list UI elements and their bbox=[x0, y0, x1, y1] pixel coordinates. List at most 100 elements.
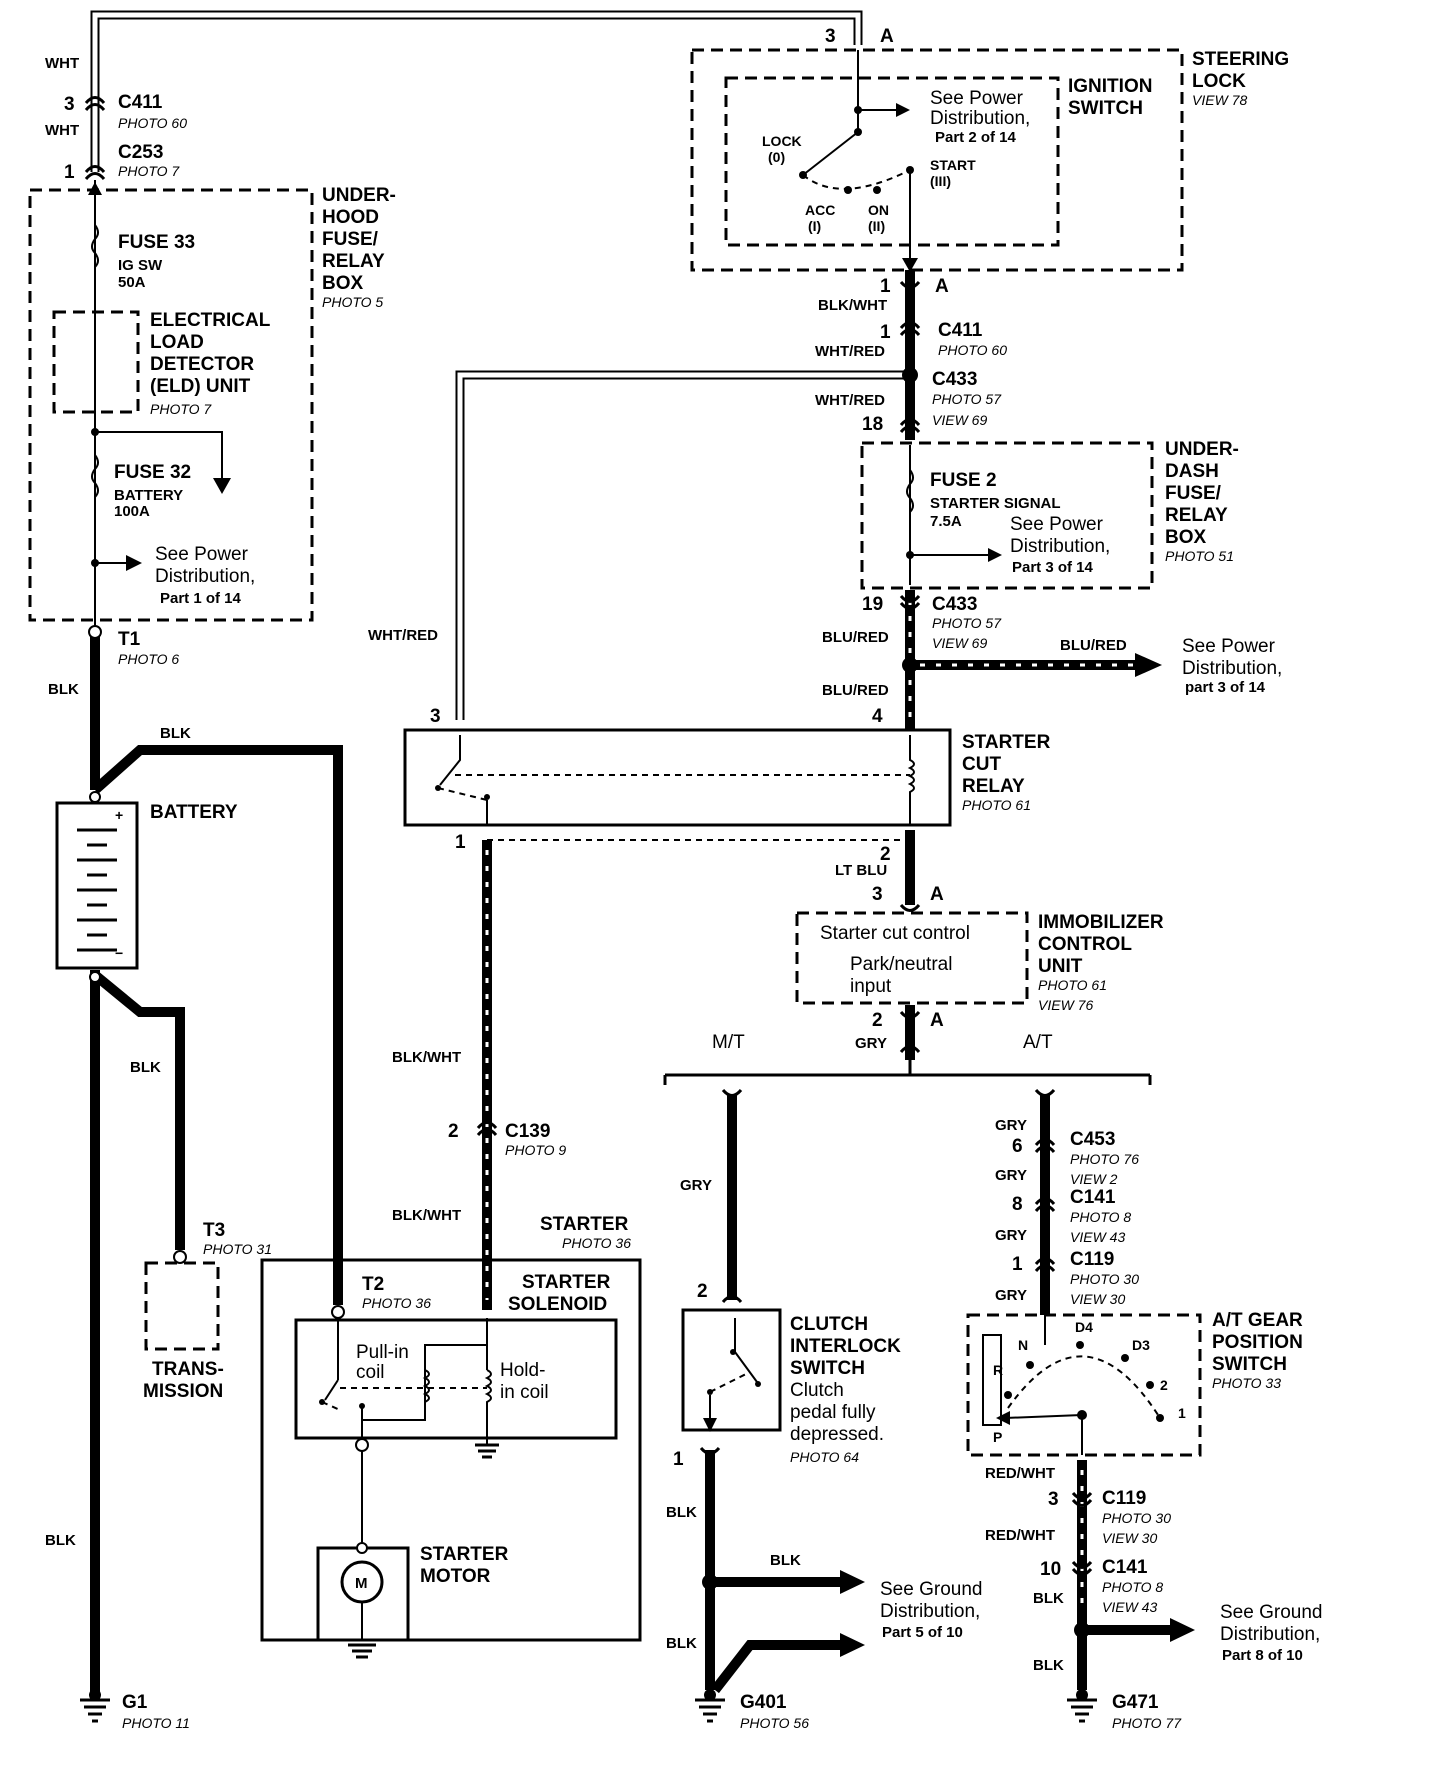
fuse33-symbol bbox=[91, 224, 99, 268]
svg-text:C141: C141 bbox=[1070, 1187, 1116, 1208]
svg-text:PHOTO 30: PHOTO 30 bbox=[1070, 1271, 1139, 1287]
svg-text:UNDER-: UNDER- bbox=[322, 185, 396, 206]
svg-text:GRY: GRY bbox=[995, 1287, 1027, 1304]
wire-blu-red-out bbox=[915, 653, 1162, 677]
svg-text:PHOTO 76: PHOTO 76 bbox=[1070, 1151, 1139, 1167]
svg-text:50A: 50A bbox=[118, 274, 146, 291]
svg-text:10: 10 bbox=[1040, 1559, 1061, 1580]
svg-text:in coil: in coil bbox=[500, 1382, 549, 1403]
top-left-connectors: WHT 3 C411 PHOTO 60 WHT 1 C253 PHOTO 7 bbox=[45, 55, 187, 183]
svg-text:Distribution,: Distribution, bbox=[930, 108, 1030, 129]
ground-distribution-8: See Ground Distribution, Part 8 of 10 BL… bbox=[1033, 1602, 1322, 1731]
wire-wht-red-loop bbox=[455, 370, 910, 720]
svg-text:Distribution,: Distribution, bbox=[1220, 1624, 1320, 1645]
wire-top-wht bbox=[90, 10, 863, 172]
svg-text:WHT/RED: WHT/RED bbox=[815, 343, 885, 360]
svg-text:LOCK: LOCK bbox=[762, 133, 802, 149]
svg-text:Distribution,: Distribution, bbox=[1010, 536, 1110, 557]
svg-text:INTERLOCK: INTERLOCK bbox=[790, 1336, 901, 1357]
svg-text:PHOTO 77: PHOTO 77 bbox=[1112, 1715, 1182, 1731]
svg-text:GRY: GRY bbox=[855, 1035, 887, 1052]
svg-text:C453: C453 bbox=[1070, 1129, 1115, 1150]
svg-text:PHOTO 5: PHOTO 5 bbox=[322, 294, 383, 310]
svg-text:PHOTO 56: PHOTO 56 bbox=[740, 1715, 809, 1731]
svg-text:G471: G471 bbox=[1112, 1692, 1159, 1713]
svg-text:1: 1 bbox=[880, 276, 891, 297]
svg-text:STARTER: STARTER bbox=[540, 1214, 629, 1235]
svg-text:RELAY: RELAY bbox=[962, 776, 1025, 797]
svg-text:BLU/RED: BLU/RED bbox=[1060, 637, 1127, 654]
svg-text:A: A bbox=[930, 884, 944, 905]
svg-text:See Power: See Power bbox=[155, 544, 249, 565]
svg-text:STARTER: STARTER bbox=[522, 1272, 611, 1293]
svg-text:BOX: BOX bbox=[1165, 527, 1207, 548]
fuse32-label: FUSE 32 bbox=[114, 462, 191, 483]
svg-text:Distribution,: Distribution, bbox=[155, 566, 255, 587]
svg-text:C119: C119 bbox=[1070, 1249, 1114, 1270]
svg-text:VIEW 43: VIEW 43 bbox=[1070, 1229, 1125, 1245]
svg-text:RELAY: RELAY bbox=[1165, 505, 1228, 526]
svg-text:3: 3 bbox=[1048, 1489, 1059, 1510]
fuse2-label: FUSE 2 bbox=[930, 470, 997, 491]
at-connectors-upper: GRY 6 C453 PHOTO 76 VIEW 2 GRY 8 C141 PH… bbox=[995, 1088, 1139, 1307]
svg-text:BLK: BLK bbox=[160, 725, 191, 742]
battery: + − BATTERY BLK BLK BLK bbox=[45, 725, 238, 1549]
svg-text:A: A bbox=[880, 26, 894, 47]
svg-text:PHOTO 36: PHOTO 36 bbox=[362, 1295, 431, 1311]
ignition-switch-label: IGNITION bbox=[1068, 76, 1152, 97]
svg-text:Starter cut control: Starter cut control bbox=[820, 923, 970, 944]
svg-text:Distribution,: Distribution, bbox=[880, 1601, 980, 1622]
ground-distribution-5: BLK BLK See Ground Distribution, Part 5 … bbox=[666, 1504, 982, 1731]
svg-text:SOLENOID: SOLENOID bbox=[508, 1294, 607, 1315]
svg-text:HOOD: HOOD bbox=[322, 207, 379, 228]
svg-text:RED/WHT: RED/WHT bbox=[985, 1527, 1055, 1544]
svg-text:3: 3 bbox=[825, 26, 836, 47]
svg-text:TRANS-: TRANS- bbox=[152, 1359, 224, 1380]
svg-text:1: 1 bbox=[673, 1449, 684, 1470]
svg-text:PHOTO 9: PHOTO 9 bbox=[505, 1142, 566, 1158]
svg-text:PHOTO 61: PHOTO 61 bbox=[1038, 977, 1107, 993]
svg-text:CONTROL: CONTROL bbox=[1038, 934, 1132, 955]
svg-text:C119: C119 bbox=[1102, 1488, 1146, 1509]
svg-text:PHOTO 33: PHOTO 33 bbox=[1212, 1375, 1281, 1391]
svg-text:C411: C411 bbox=[938, 320, 983, 341]
svg-text:2: 2 bbox=[880, 844, 891, 865]
svg-text:BLU/RED: BLU/RED bbox=[822, 682, 889, 699]
svg-text:(II): (II) bbox=[868, 218, 885, 234]
svg-text:6: 6 bbox=[1012, 1136, 1023, 1157]
svg-text:POSITION: POSITION bbox=[1212, 1332, 1303, 1353]
svg-text:BATTERY: BATTERY bbox=[114, 487, 183, 504]
svg-text:depressed.: depressed. bbox=[790, 1424, 884, 1445]
steering-lock: 3 A STEERING LOCK VIEW 78 IGNITION SWITC… bbox=[690, 26, 1289, 272]
svg-text:BLK/WHT: BLK/WHT bbox=[392, 1049, 461, 1066]
fuse32-symbol bbox=[91, 454, 99, 498]
svg-text:VIEW 30: VIEW 30 bbox=[1070, 1291, 1125, 1307]
svg-text:DASH: DASH bbox=[1165, 461, 1219, 482]
svg-text:STARTER SIGNAL: STARTER SIGNAL bbox=[930, 495, 1061, 512]
svg-text:VIEW 69: VIEW 69 bbox=[932, 635, 987, 651]
svg-text:See Ground: See Ground bbox=[880, 1579, 982, 1600]
branch-mt-label: M/T bbox=[712, 1032, 745, 1053]
svg-text:RELAY: RELAY bbox=[322, 251, 385, 272]
fuse2-symbol bbox=[906, 469, 914, 513]
svg-text:T2: T2 bbox=[362, 1274, 384, 1295]
svg-text:GRY: GRY bbox=[995, 1117, 1027, 1134]
svg-text:GRY: GRY bbox=[995, 1167, 1027, 1184]
svg-text:Park/neutral: Park/neutral bbox=[850, 954, 952, 975]
svg-text:PHOTO 57: PHOTO 57 bbox=[932, 615, 1002, 631]
svg-text:LT BLU: LT BLU bbox=[835, 862, 887, 879]
svg-text:BLK: BLK bbox=[1033, 1590, 1064, 1607]
svg-text:Pull-in: Pull-in bbox=[356, 1342, 409, 1363]
svg-text:Part 2 of 14: Part 2 of 14 bbox=[935, 129, 1017, 146]
svg-text:−: − bbox=[115, 945, 123, 961]
svg-text:(III): (III) bbox=[930, 173, 951, 189]
svg-text:BLK/WHT: BLK/WHT bbox=[392, 1207, 461, 1224]
c411-left-photo: PHOTO 60 bbox=[118, 115, 187, 131]
svg-text:Hold-: Hold- bbox=[500, 1360, 545, 1381]
svg-text:BOX: BOX bbox=[322, 273, 364, 294]
svg-text:PHOTO 30: PHOTO 30 bbox=[1102, 1510, 1171, 1526]
svg-text:3: 3 bbox=[430, 706, 441, 727]
svg-text:PHOTO 7: PHOTO 7 bbox=[150, 401, 212, 417]
svg-text:GRY: GRY bbox=[680, 1177, 712, 1194]
c139-connector: BLK/WHT 2 C139 PHOTO 9 BLK/WHT bbox=[392, 1049, 566, 1224]
